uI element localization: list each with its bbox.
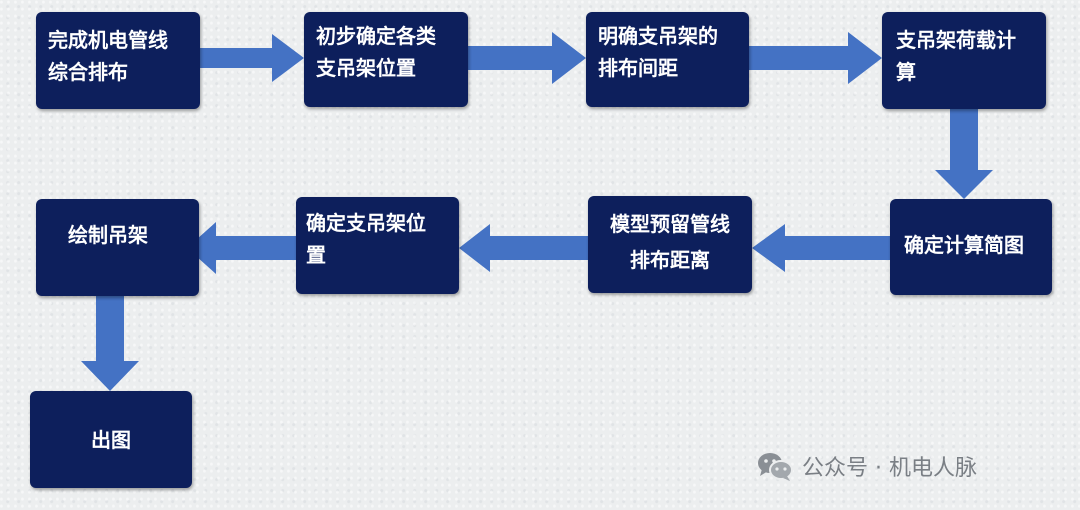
arrow-n5-n6 (752, 224, 890, 272)
node-label: 绘制吊架 (68, 223, 148, 247)
arrow-n1-n2 (200, 34, 304, 82)
node-complete-pipeline-layout: 完成机电管线 综合排布 (36, 12, 200, 109)
node-output-drawings: 出图 (30, 391, 192, 488)
arrow-n6-n7 (459, 224, 588, 272)
watermark-text: 公众号 · 机电人脉 (802, 456, 977, 481)
node-label: 明确支吊架的 排布间距 (598, 24, 718, 80)
arrow-n3-n4 (749, 32, 882, 84)
node-label: 确定支吊架位 置 (306, 211, 426, 267)
node-confirm-hanger-positions: 确定支吊架位 置 (296, 197, 459, 294)
node-label: 初步确定各类 支吊架位置 (316, 24, 436, 80)
node-hanger-spacing: 明确支吊架的 排布间距 (586, 12, 749, 107)
arrow-n2-n3 (468, 32, 586, 84)
node-label: 完成机电管线 综合排布 (48, 28, 168, 84)
watermark: 公众号 · 机电人脉 (756, 448, 977, 484)
node-load-calculation: 支吊架荷载计 算 (882, 12, 1046, 109)
arrow-n4-n5 (935, 109, 993, 199)
node-calculation-diagram: 确定计算简图 (890, 199, 1052, 295)
node-model-reserved-distance: 模型预留管线 排布距离 (588, 196, 752, 293)
node-label: 出图 (91, 427, 131, 452)
arrow-n8-n9 (81, 296, 139, 391)
node-label: 模型预留管线 排布距离 (610, 212, 730, 272)
node-label: 确定计算简图 (904, 233, 1024, 257)
node-draw-hangers: 绘制吊架 (36, 199, 199, 296)
wechat-icon (758, 453, 793, 481)
arrow-n7-n8 (187, 222, 296, 274)
node-label: 支吊架荷载计 算 (896, 28, 1016, 84)
node-initial-hanger-positions: 初步确定各类 支吊架位置 (304, 12, 468, 107)
